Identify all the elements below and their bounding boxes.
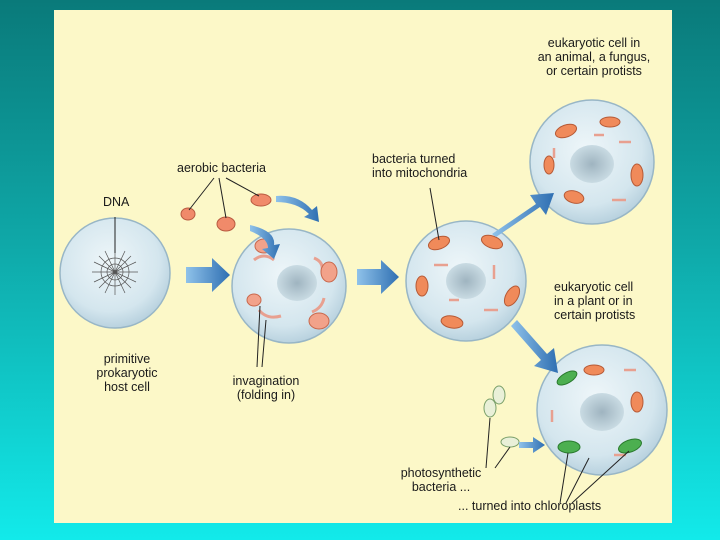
label-eukaryotic-plant: eukaryotic cell in a plant or in certain… bbox=[554, 280, 636, 322]
label-aerobic-bacteria: aerobic bacteria bbox=[177, 161, 266, 175]
label-leader-lines bbox=[114, 177, 630, 504]
label-eukaryotic-animal: eukaryotic cell in an animal, a fungus, … bbox=[537, 36, 651, 78]
photosynthetic-bacteria-group bbox=[483, 385, 520, 448]
arrow-to-plant-cell bbox=[511, 320, 558, 373]
arrow-to-animal-cell bbox=[492, 193, 554, 237]
label-photosynthetic-bacteria: photosynthetic bacteria ... bbox=[400, 466, 482, 494]
label-invagination: invagination (folding in) bbox=[232, 374, 300, 402]
process-arrows bbox=[186, 193, 558, 453]
label-primitive-host-cell: primitive prokaryotic host cell bbox=[96, 352, 158, 394]
label-chloroplasts: ... turned into chloroplasts bbox=[458, 499, 602, 513]
slide-panel: DNA aerobic bacteria bacteria turned int… bbox=[54, 10, 672, 523]
label-bacteria-mitochondria: bacteria turned into mitochondria bbox=[372, 152, 468, 180]
aerobic-bacteria-group bbox=[180, 193, 272, 232]
arrow-host-to-invagination bbox=[186, 258, 230, 292]
arrow-invagination-to-mitochondria bbox=[357, 260, 399, 294]
endosymbiosis-diagram bbox=[59, 99, 668, 504]
arrow-bacteria-into-cell bbox=[250, 225, 280, 259]
arrow-aerobic-top bbox=[276, 195, 319, 222]
dna-tangle bbox=[92, 249, 138, 295]
arrow-photosynthetic-into-cell bbox=[519, 437, 545, 453]
invaginating-cell bbox=[231, 228, 347, 344]
cell-with-mitochondria bbox=[405, 220, 527, 342]
label-dna: DNA bbox=[103, 195, 130, 209]
animal-eukaryotic-cell bbox=[529, 99, 655, 225]
plant-eukaryotic-cell bbox=[536, 344, 668, 476]
